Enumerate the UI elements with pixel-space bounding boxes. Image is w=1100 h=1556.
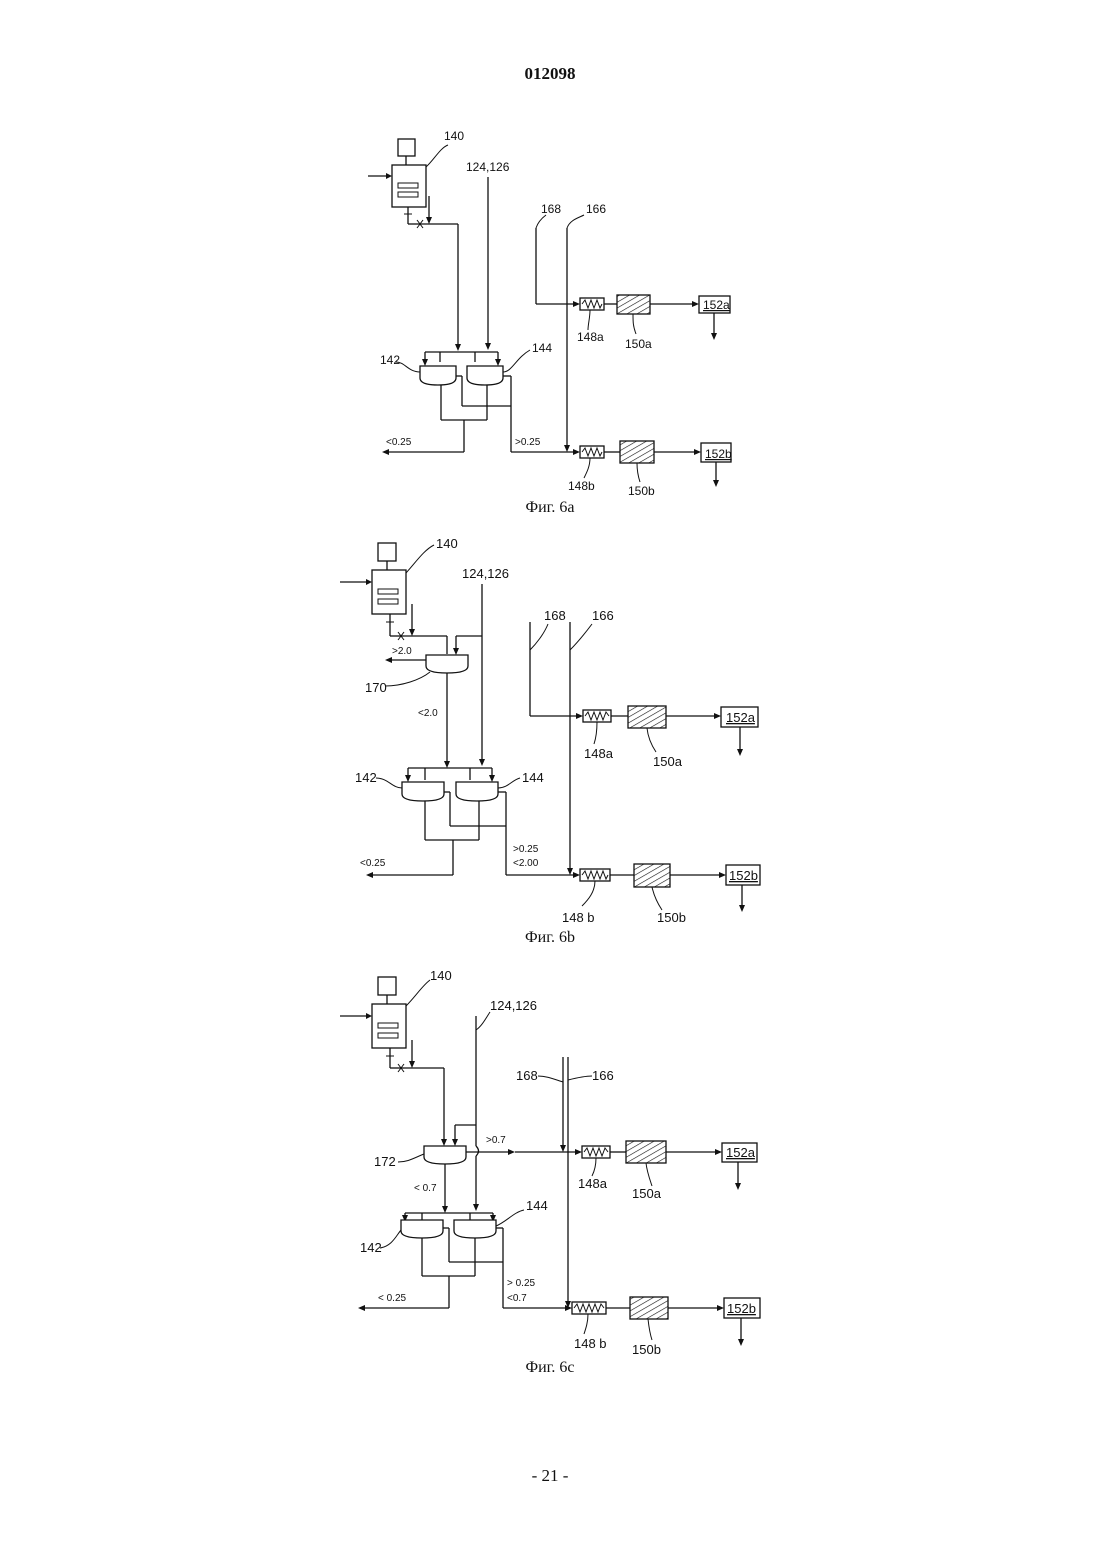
heater-150b [620,441,654,463]
heater-150a [617,295,650,314]
label-148a: 148a [584,746,614,761]
tank-140 [368,139,458,228]
output-over-label: >0.7 [486,1135,506,1146]
caption-fig-6b: Фиг. 6b [525,929,575,946]
figure-6b: 140 124,126 >2.0 170 <2.0 142 144 <0.25 … [0,530,1100,950]
figure-6c: 140 124,126 172 >0.7 < 0.7 142 144 < 0.2… [0,960,1100,1380]
heater-150a [628,706,666,728]
label-170: 170 [365,680,387,695]
label-142: 142 [360,1240,382,1255]
output-fine-label: <0.25 [360,858,386,869]
label-144: 144 [526,1198,548,1213]
document-number: 012098 [0,64,1100,84]
caption-fig-6a: Фиг. 6а [525,499,574,516]
label-152b: 152b [727,1301,756,1316]
page-number: - 21 - [0,1466,1100,1486]
label-148a: 148a [577,330,604,344]
tank-140 [340,543,447,640]
output-mid-label-1: >0.25 [513,844,539,855]
output-mid-label-1: > 0.25 [507,1278,536,1289]
label-152b: 152b [729,868,758,883]
label-168: 168 [516,1068,538,1083]
label-152a: 152a [703,298,730,312]
label-150b: 150b [632,1342,661,1357]
output-under-label: <2.0 [418,708,438,719]
label-140: 140 [430,968,452,983]
separator-144 [467,366,503,385]
label-150a: 150a [653,754,683,769]
output-over-label: >2.0 [392,646,412,657]
label-142: 142 [355,770,377,785]
heater-150a [626,1141,666,1163]
heater-150b [634,864,670,887]
label-142: 142 [380,353,400,367]
label-172: 172 [374,1154,396,1169]
separator-142 [401,1220,443,1238]
label-168: 168 [544,608,566,623]
label-150b: 150b [657,910,686,925]
label-148b: 148b [568,479,595,493]
label-140: 140 [436,536,458,551]
output-coarse-label: >0.25 [515,437,541,448]
label-150b: 150b [628,484,655,498]
output-under-label: < 0.7 [414,1183,437,1194]
label-148b: 148 b [574,1336,607,1351]
separator-170 [426,655,468,673]
label-150a: 150a [625,337,652,351]
tank-140 [340,977,444,1072]
heater-150b [630,1297,668,1319]
label-168: 168 [541,202,561,216]
label-124-126: 124,126 [466,160,510,174]
separator-144 [454,1220,496,1238]
label-152a: 152a [726,710,756,725]
label-166: 166 [592,608,614,623]
label-166: 166 [592,1068,614,1083]
label-150a: 150a [632,1186,662,1201]
output-fine-label: < 0.25 [378,1293,407,1304]
separator-142 [402,782,444,801]
label-144: 144 [532,341,552,355]
separator-142 [420,366,456,385]
label-166: 166 [586,202,606,216]
figure-6a: 140 124,126 142 144 <0.25 >0.25 168 166 … [0,120,1100,520]
label-124-126: 124,126 [490,998,537,1013]
output-mid-label-2: <0.7 [507,1293,527,1304]
label-140: 140 [444,129,464,143]
label-148b: 148 b [562,910,595,925]
label-152b: 152b [705,447,732,461]
label-152a: 152a [726,1145,756,1160]
separator-172 [424,1146,466,1164]
output-fine-label: <0.25 [386,437,412,448]
label-144: 144 [522,770,544,785]
label-148a: 148a [578,1176,608,1191]
separator-144 [456,782,498,801]
label-124-126: 124,126 [462,566,509,581]
caption-fig-6c: Фиг. 6с [525,1359,574,1376]
output-mid-label-2: <2.00 [513,858,539,869]
